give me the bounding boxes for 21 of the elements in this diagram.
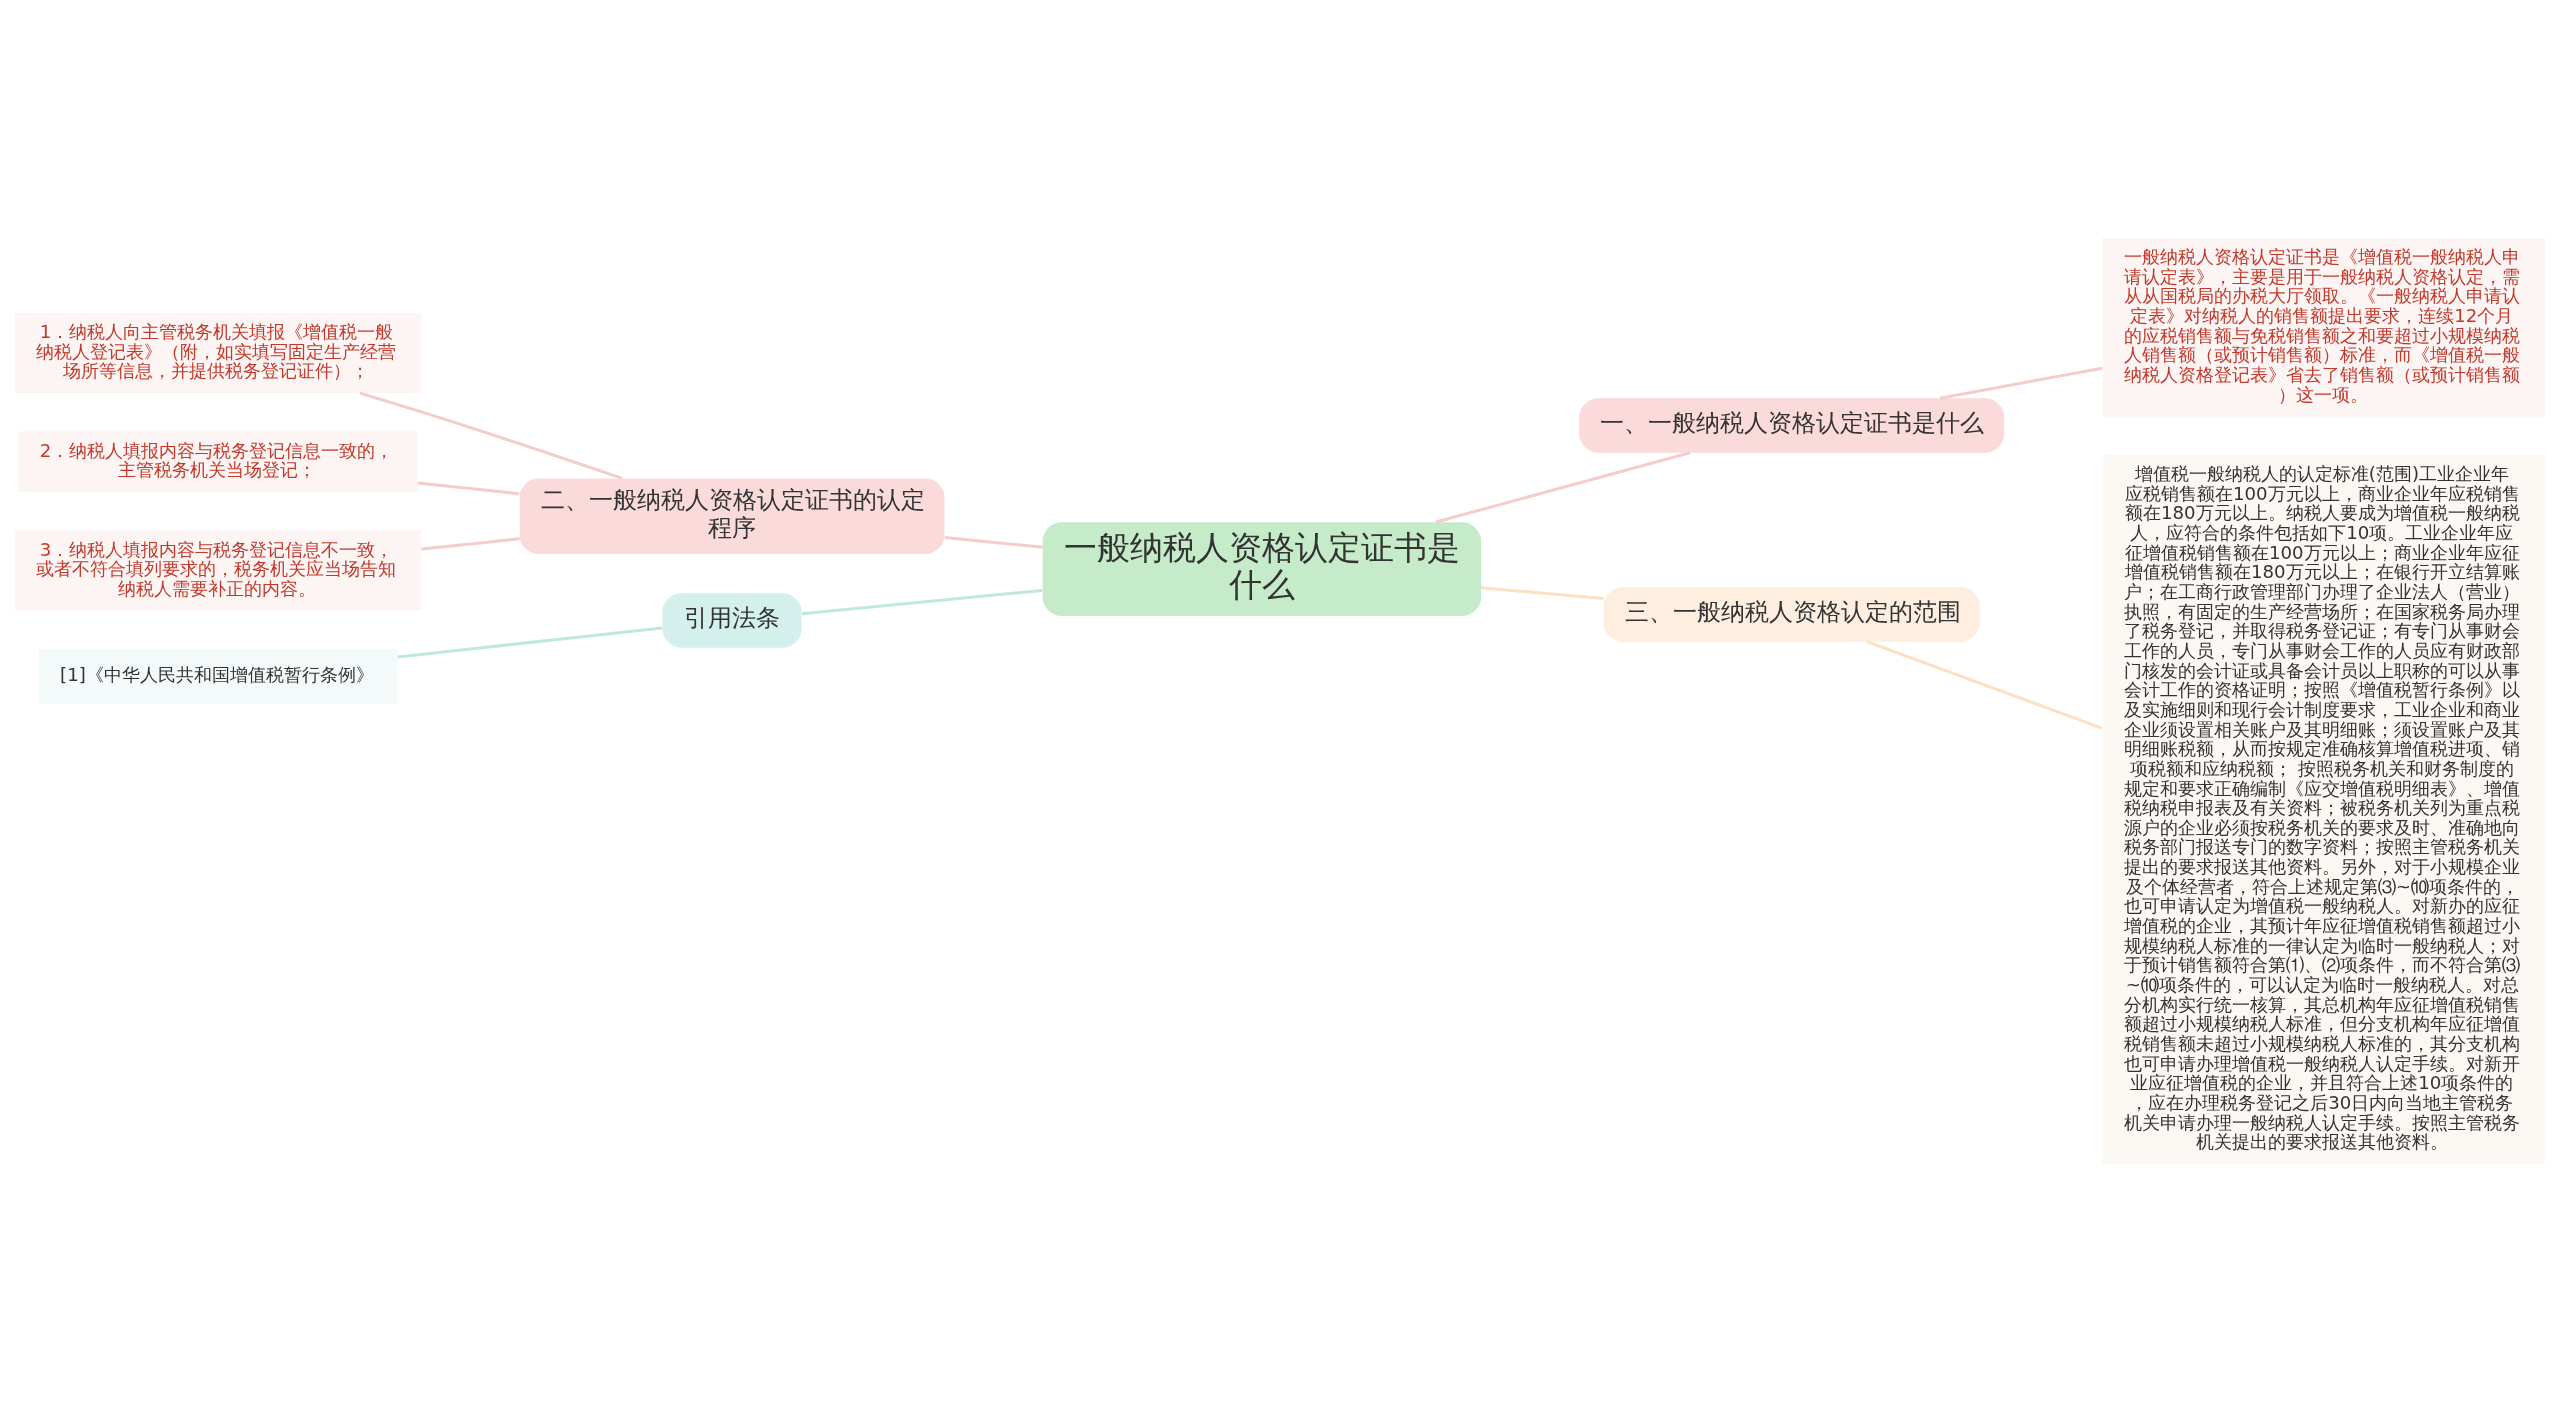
node-box: 2．纳税人填报内容与税务登记信息一致的，主管税务机关当场登记； bbox=[18, 431, 418, 492]
node-box: 1．纳税人向主管税务机关填报《增值税一般纳税人登记表》（附，如实填写固定生产经营场所等信息，并提供税务登记证件）； bbox=[14, 312, 422, 393]
node-box: 3．纳税人填报内容与税务登记信息不一致，或者不符合填列要求的，税务机关应当场告知纳税人需要补正的内容。 bbox=[14, 530, 422, 611]
node-box: 一般纳税人资格认定证书是《增值税一般纳税人申请认定表》，主要是用于一般纳税人资格认定，需从从国税局的办税大厅领取。《一般纳税人申请认定表》对纳税人的销售额提出要求，连续12个月的应税销售额与免税销售额之和要超过小规模纳税人销售额（或预计销售额）标准，而《增值税一般纳税人资格登记表》省去了销售额（或预计销售额）这一项。 bbox=[2102, 237, 2546, 416]
connector bbox=[944, 535, 1043, 549]
node-box: 增值税一般纳税人的认定标准(范围)工业企业年应税销售额在100万元以上，商业企业年应税销售额在180万元以上。纳税人要成为增值税一般纳税人，应符合的条件包括如下10项。工业企业年应征增值税销售额在100万元以上；商业企业年应征增值税销售额在180万元以上；在银行开立结算账户；在工商行政管理部门办理了企业法人（营业）执照，有固定的生产经营场所；在国家税务局办理了税务登记，并取得税务登记证；有专门从事财会工作的人员，专门从事财会工作的人员应有财政部门核发的会计证或具备会计员以上职称的可以从事会计工作的资格证明；按照《增值税暂行条例》以及实施细则和现行会计制度要求，工业企业和商业企业须设置相关账户及其明细账；须设置账户及其明细账税额，从而按规定准确核算增值税进项、销项税额和应纳税额； 按照税务机关和财务制度的规定和要求正确编制《应交增值税明细表》、增值税纳税申报表及有关资料；被税务机关列为重点税源户的企业必须按税务机关的要求及时、准确地向税务部门报送专门的数字资料；按照主管税务机关提出的要求报送其他资料。另外，对于小规模企业及个体经营者，符合上述规定第⑶~⑽项条件的，也可申请认定为增值税一般纳税人。对新办的应征增值税的企业，其预计年应征增值税销售额超过小规模纳税人标准的一律认定为临时一般纳税人；对于预计销售额符合第⑴、⑵项条件，而不符合第⑶~⑽项条件的，可以认定为临时一般纳税人。对总分机构实行统一核算，其总机构年应征增值税销售额超过小规模纳税人标准，但分支机构年应征增值税销售额未超过小规模纳税人标准的，其分支机构也可申请办理增值税一般纳税人认定手续。对新开业应征增值税的企业，并且符合上述10项条件的，应在办理税务登记之后30日内向当地主管税务机关申请办理一般纳税人认定手续。按照主管税务机关提出的要求报送其他资料。 bbox=[2102, 454, 2546, 1164]
node-box: [1]《中华人民共和国增值税暂行条例》 bbox=[38, 648, 398, 704]
node-box: 一、一般纳税人资格认定证书是什么 bbox=[1579, 397, 2005, 453]
connector bbox=[1866, 639, 2103, 730]
node-box: 三、一般纳税人资格认定的范围 bbox=[1603, 586, 1980, 642]
connector bbox=[397, 626, 663, 658]
connector bbox=[1939, 366, 2103, 400]
node-box: 一般纳税人资格认定证书是什么 bbox=[1042, 521, 1482, 616]
node-box: 二、一般纳税人资格认定证书的认定程序 bbox=[519, 477, 945, 554]
connector bbox=[801, 588, 1043, 615]
connector bbox=[1435, 450, 1691, 524]
connector bbox=[1480, 585, 1604, 600]
connector bbox=[359, 391, 622, 480]
connector bbox=[417, 480, 520, 495]
node-box: 引用法条 bbox=[662, 592, 802, 648]
connector bbox=[421, 536, 520, 551]
